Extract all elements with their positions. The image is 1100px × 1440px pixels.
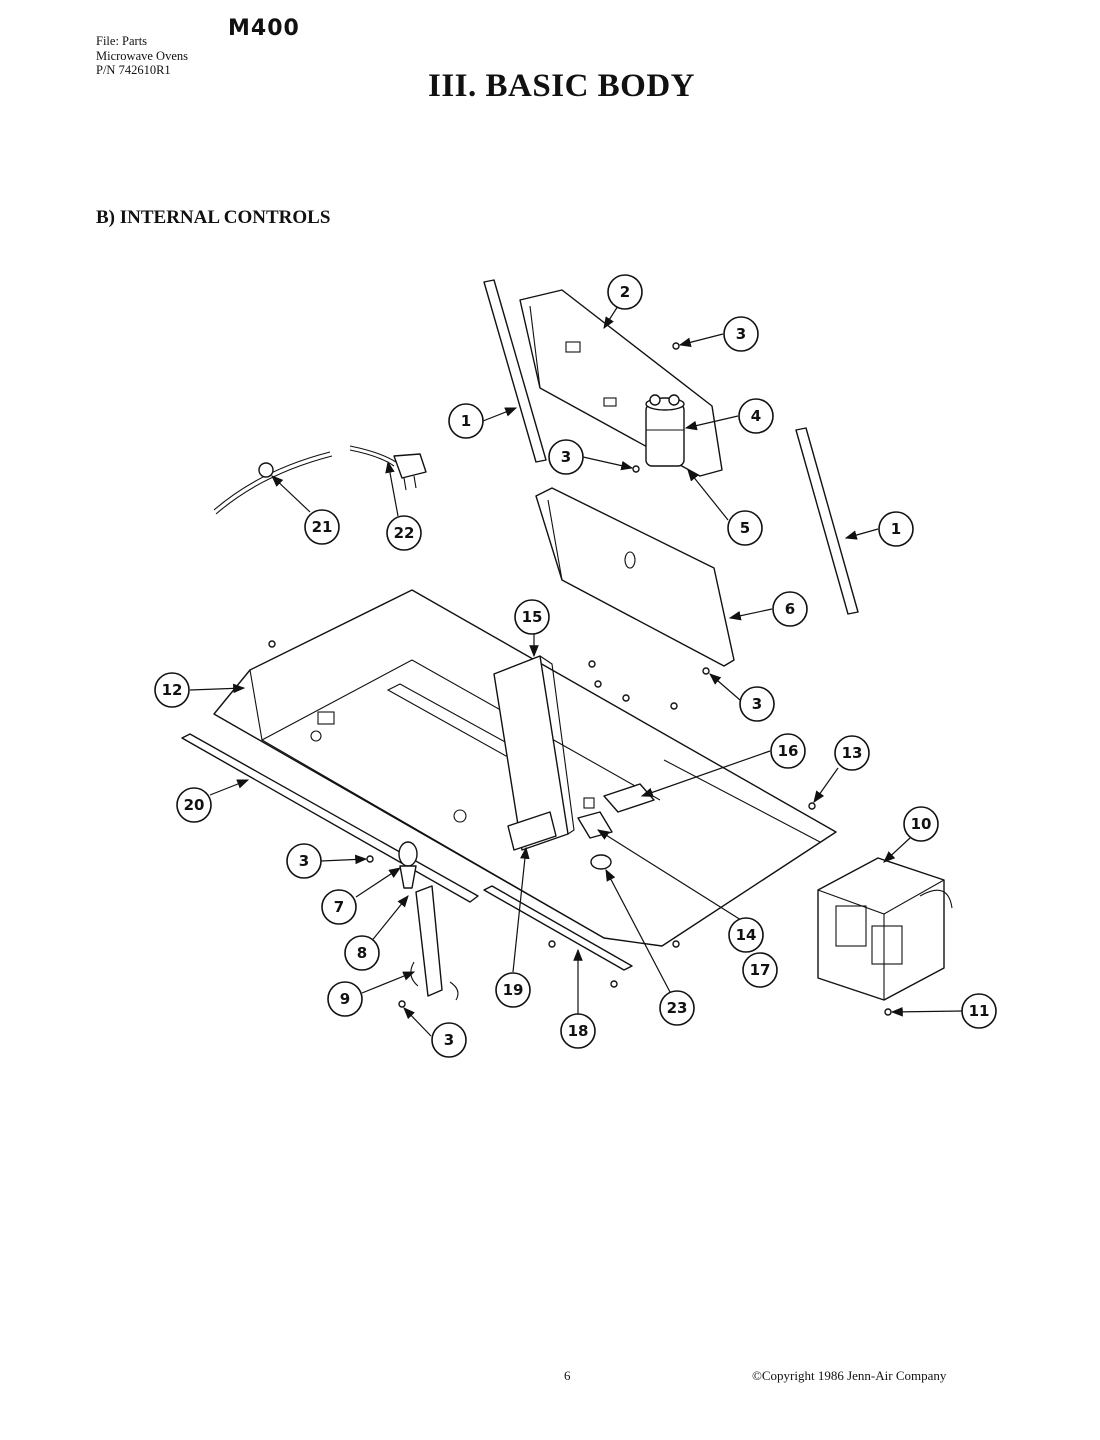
power-cord xyxy=(213,445,427,515)
gasket-strip-right xyxy=(795,427,859,615)
switch-bracket xyxy=(507,811,557,851)
svg-text:1: 1 xyxy=(461,412,471,430)
svg-text:3: 3 xyxy=(561,448,571,466)
callout-3: 3 xyxy=(286,843,322,879)
svg-text:12: 12 xyxy=(162,681,183,699)
svg-text:1: 1 xyxy=(891,520,901,538)
file-line: File: Parts xyxy=(96,34,148,48)
callout-15: 15 xyxy=(514,599,550,635)
svg-text:9: 9 xyxy=(340,990,350,1008)
callout-1: 1 xyxy=(448,403,484,439)
svg-text:13: 13 xyxy=(842,744,863,762)
lamp-assembly xyxy=(398,841,459,1001)
svg-text:10: 10 xyxy=(911,815,932,833)
callout-3: 3 xyxy=(739,686,775,722)
section-heading: B) INTERNAL CONTROLS xyxy=(96,207,331,228)
callout-8: 8 xyxy=(344,935,380,971)
svg-text:18: 18 xyxy=(568,1022,589,1040)
svg-text:22: 22 xyxy=(394,524,415,542)
svg-text:17: 17 xyxy=(750,961,771,979)
svg-text:6: 6 xyxy=(785,600,795,618)
svg-text:3: 3 xyxy=(752,695,762,713)
svg-text:3: 3 xyxy=(736,325,746,343)
callout-4: 4 xyxy=(738,398,774,434)
svg-text:11: 11 xyxy=(969,1002,990,1020)
svg-text:4: 4 xyxy=(751,407,761,425)
svg-text:23: 23 xyxy=(667,999,688,1017)
callout-23: 23 xyxy=(659,990,695,1026)
transformer xyxy=(817,857,953,1001)
product-line: Microwave Ovens xyxy=(96,48,188,63)
callout-13: 13 xyxy=(834,735,870,771)
callout-17: 17 xyxy=(742,952,778,988)
svg-text:3: 3 xyxy=(444,1031,454,1049)
callout-1: 1 xyxy=(878,511,914,547)
svg-text:8: 8 xyxy=(357,944,367,962)
capacitor xyxy=(645,394,685,467)
svg-text:2: 2 xyxy=(620,283,630,301)
svg-text:19: 19 xyxy=(503,981,524,999)
callout-3: 3 xyxy=(723,316,759,352)
callout-2: 2 xyxy=(607,274,643,310)
callout-3: 3 xyxy=(431,1022,467,1058)
callout-10: 10 xyxy=(903,806,939,842)
svg-text:7: 7 xyxy=(334,898,344,916)
callout-5: 5 xyxy=(727,510,763,546)
rear-rail xyxy=(483,885,633,971)
svg-text:15: 15 xyxy=(522,608,543,626)
svg-text:3: 3 xyxy=(299,852,309,870)
callout-18: 18 xyxy=(560,1013,596,1049)
callout-3: 3 xyxy=(548,439,584,475)
svg-text:5: 5 xyxy=(740,519,750,537)
fuse xyxy=(590,854,612,870)
callout-22: 22 xyxy=(386,515,422,551)
callout-19: 19 xyxy=(495,972,531,1008)
leader-lines xyxy=(189,305,963,1037)
callout-21: 21 xyxy=(304,509,340,545)
callout-16: 16 xyxy=(770,733,806,769)
control-panel-plate xyxy=(519,289,723,477)
svg-text:21: 21 xyxy=(312,518,333,536)
page-number: 6 xyxy=(564,1368,571,1383)
shield-plate xyxy=(535,487,735,667)
copyright-notice: ©Copyright 1986 Jenn-Air Company xyxy=(752,1368,947,1383)
page-title: III. BASIC BODY xyxy=(428,68,695,104)
svg-text:20: 20 xyxy=(184,796,205,814)
gasket-strip-left xyxy=(483,279,547,463)
callout-20: 20 xyxy=(176,787,212,823)
screws xyxy=(268,342,892,1016)
callout-7: 7 xyxy=(321,889,357,925)
callout-14: 14 xyxy=(728,917,764,953)
callout-11: 11 xyxy=(961,993,997,1029)
svg-text:16: 16 xyxy=(778,742,799,760)
svg-text:14: 14 xyxy=(736,926,757,944)
model-number: M400 xyxy=(228,16,300,41)
file-info: File: Parts Microwave Ovens P/N 742610R1 xyxy=(96,34,188,78)
callout-12: 12 xyxy=(154,672,190,708)
air-duct xyxy=(493,655,575,851)
part-number-line: P/N 742610R1 xyxy=(96,63,171,77)
callout-6: 6 xyxy=(772,591,808,627)
callout-9: 9 xyxy=(327,981,363,1017)
